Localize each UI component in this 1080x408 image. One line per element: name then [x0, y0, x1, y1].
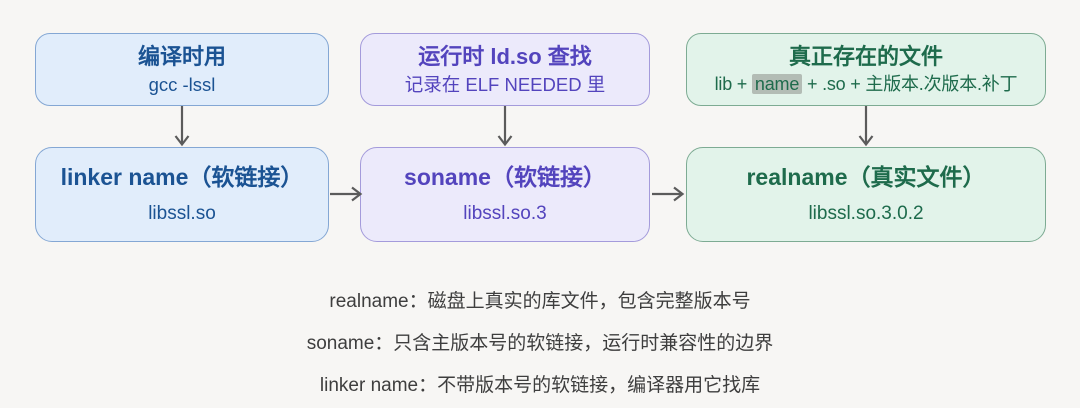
right-arrow-linker-to-soname	[330, 186, 363, 202]
real-file-naming-suffix: + .so + 主版本.次版本.补丁	[802, 74, 1018, 95]
box-runtime-lookup-subtitle: 记录在 ELF NEEDED 里	[404, 74, 606, 96]
box-linker-name: linker name（软链接） libssl.so	[35, 147, 329, 242]
summary-notes: realname：磁盘上真实的库文件，包含完整版本号 soname：只含主版本号…	[0, 281, 1080, 407]
box-soname-subtitle: libssl.so.3	[463, 203, 547, 225]
box-linker-name-title: linker name（软链接）	[60, 163, 304, 190]
down-arrow-compile	[174, 106, 190, 147]
box-soname-title: soname（软链接）	[404, 163, 606, 190]
summary-line-linker-name: linker name：不带版本号的软链接，编译器用它找库	[319, 375, 761, 396]
box-real-file: 真正存在的文件 lib + name + .so + 主版本.次版本.补丁	[686, 33, 1046, 106]
box-real-file-subtitle: lib + name + .so + 主版本.次版本.补丁	[715, 74, 1018, 96]
box-compile-time-subtitle: gcc -lssl	[148, 74, 216, 96]
summary-line-soname: soname：只含主版本号的软链接，运行时兼容性的边界	[306, 333, 774, 354]
box-realname-subtitle: libssl.so.3.0.2	[808, 203, 924, 225]
box-realname: realname（真实文件） libssl.so.3.0.2	[686, 147, 1046, 242]
name-highlight: name	[751, 74, 803, 95]
summary-line-realname: realname：磁盘上真实的库文件，包含完整版本号	[329, 291, 751, 312]
box-realname-title: realname（真实文件）	[746, 163, 986, 190]
box-runtime-lookup-title: 运行时 ld.so 查找	[418, 43, 592, 69]
box-compile-time-title: 编译时用	[137, 43, 226, 69]
right-arrow-soname-to-realname	[652, 186, 685, 202]
box-real-file-title: 真正存在的文件	[788, 43, 943, 69]
down-arrow-runtime	[497, 106, 513, 147]
box-linker-name-subtitle: libssl.so	[148, 203, 216, 225]
down-arrow-realfile	[858, 106, 874, 147]
box-compile-time: 编译时用 gcc -lssl	[35, 33, 329, 106]
real-file-naming-prefix: lib +	[714, 74, 752, 95]
box-runtime-lookup: 运行时 ld.so 查找 记录在 ELF NEEDED 里	[360, 33, 650, 106]
box-soname: soname（软链接） libssl.so.3	[360, 147, 650, 242]
